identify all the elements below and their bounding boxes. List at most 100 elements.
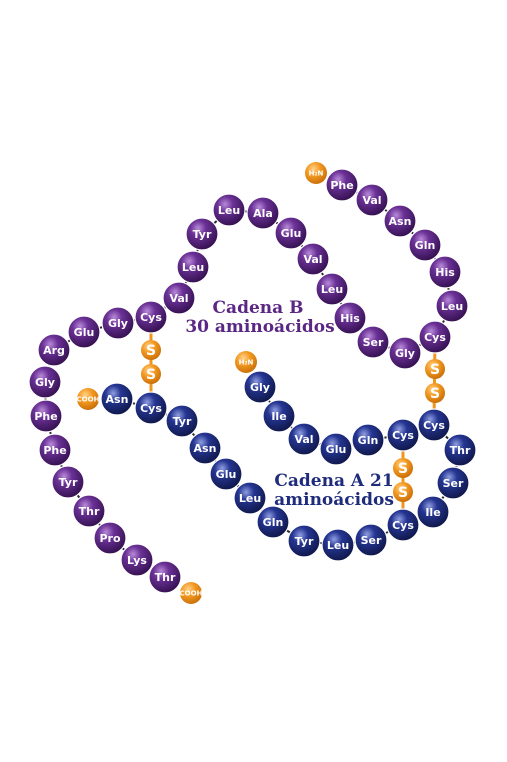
chain-b-residue: Val: [355, 183, 389, 217]
sulfur-atom: S: [425, 383, 445, 403]
chain-a-residue: Ile: [262, 399, 296, 433]
sulfur-label: S: [146, 343, 156, 359]
chain-a-residue-label: Tyr: [295, 535, 314, 548]
chain-a-residue-label: Glu: [326, 443, 347, 456]
chain-a-residue: Gln: [351, 423, 385, 457]
chain-a-residue: Gln: [256, 505, 290, 539]
chain-b-n-terminus-label: H₂N: [309, 170, 324, 178]
chain-a-residue-label: Cys: [392, 519, 414, 532]
chain-b-residue-label: Thr: [155, 571, 176, 584]
chain-b-residue: Tyr: [185, 217, 219, 251]
chain-b-residue-label: Gly: [35, 376, 55, 389]
sulfur-label: S: [146, 367, 156, 383]
sulfur-label: S: [398, 461, 408, 477]
chain-a-residue-label: Gln: [358, 434, 379, 447]
chain-a-residue: Leu: [321, 528, 355, 562]
chain-b-residue: Thr: [148, 560, 182, 594]
chain-b-residue-label: Val: [362, 194, 381, 207]
chain-a-residue: Gly: [243, 370, 277, 404]
chain-b-residue-label: Phe: [43, 444, 66, 457]
chain-a-residue-label: Cys: [140, 402, 162, 415]
sulfur-label: S: [430, 362, 440, 378]
chain-b-residue: Ala: [246, 196, 280, 230]
chain-b-residue: Phe: [29, 399, 63, 433]
chain-b-residue-label: Cys: [424, 331, 446, 344]
chain-b-residue: Leu: [315, 272, 349, 306]
chain-b-residue-label: Phe: [330, 179, 353, 192]
chain-a-residue: Asn: [188, 431, 222, 465]
chain-a-residue-label: Ile: [271, 410, 286, 423]
chain-b-residue: Ser: [356, 325, 390, 359]
chain-b-residue-label: His: [340, 312, 360, 325]
chain-a-residue-label: Ile: [425, 506, 440, 519]
chain-b-residue-label: Gly: [108, 317, 128, 330]
chain-a-residue: Ser: [354, 523, 388, 557]
chain-b-residue-label: His: [435, 266, 455, 279]
chain-a-residue: Ile: [416, 495, 450, 529]
sulfur-atom: S: [393, 458, 413, 478]
chain-b-residue-label: Arg: [43, 344, 65, 357]
chain-a-residue: Tyr: [287, 524, 321, 558]
chain-b-residue: Glu: [274, 216, 308, 250]
chain-a-residue: Glu: [319, 432, 353, 466]
chain-a-residue-label: Glu: [216, 468, 237, 481]
chain-b-residue: Pro: [93, 521, 127, 555]
sulfur-label: S: [430, 386, 440, 402]
chain-b-residue-label: Val: [169, 292, 188, 305]
chain-b-residue-label: Val: [303, 253, 322, 266]
chain-b-residue: Gly: [101, 306, 135, 340]
chain-b-residue: Val: [296, 242, 330, 276]
chain-b-residue: Thr: [72, 494, 106, 528]
chain-a-residue: Asn: [100, 382, 134, 416]
chain-a-residue-label: Ser: [361, 534, 382, 547]
chain-b-n-terminus: H₂N: [305, 162, 327, 184]
chain-b-residue-label: Leu: [441, 300, 463, 313]
chain-b-residue: Gln: [408, 228, 442, 262]
chain-a-c-terminus-label: COOH: [77, 396, 100, 404]
chain-b-residue: His: [333, 301, 367, 335]
chain-a-n-terminus: H₂N: [235, 351, 257, 373]
chain-a-residue: Glu: [209, 457, 243, 491]
chain-a-residue-label: Leu: [327, 539, 349, 552]
chain-b-residue-label: Tyr: [59, 476, 78, 489]
chain-b-residue-label: Leu: [182, 261, 204, 274]
chain-b-residue: Arg: [37, 333, 71, 367]
chain-b-residue-label: Phe: [34, 410, 57, 423]
chain-a-c-terminus: COOH: [77, 388, 100, 410]
chain-b-residue: Leu: [435, 289, 469, 323]
chain-b-residue-label: Glu: [74, 326, 95, 339]
chain-b-residue-label: Glu: [281, 227, 302, 240]
chain-b-residue-label: Gly: [395, 347, 415, 360]
chain-b-residue: Tyr: [51, 465, 85, 499]
chain-b-residue: Val: [162, 281, 196, 315]
chain-b-residue-label: Ala: [253, 207, 273, 220]
chain-b-residue: Gly: [388, 336, 422, 370]
chain-a-residue-label: Val: [294, 433, 313, 446]
chain-a-residue-label: Cys: [392, 429, 414, 442]
chain-a-residue-label: Asn: [106, 393, 129, 406]
chain-b-residue-label: Gln: [415, 239, 436, 252]
sulfur-atom: S: [393, 482, 413, 502]
chain-b-residue: Gly: [28, 365, 62, 399]
chain-b-residue: Leu: [176, 250, 210, 284]
chain-a-residue: Cys: [386, 508, 420, 542]
chain-b-residue-label: Tyr: [193, 228, 212, 241]
chain-a-residue: Val: [287, 422, 321, 456]
chain-b: PheValAsnGlnHisLeuCysGlySerHisLeuValGluA…: [28, 162, 469, 604]
chain-a-residue: Leu: [233, 481, 267, 515]
chain-b-residue-label: Pro: [99, 532, 120, 545]
chain-b-residue: His: [428, 255, 462, 289]
chain-a-residue: Thr: [443, 433, 477, 467]
chain-b-residue: Leu: [212, 193, 246, 227]
sulfur-atom: S: [425, 359, 445, 379]
sulfur-atom: S: [141, 364, 161, 384]
chain-b-residue-label: Lys: [127, 554, 147, 567]
chain-a-residue: Tyr: [165, 404, 199, 438]
chain-a-residue: Cys: [417, 408, 451, 442]
chain-a-residue-label: Leu: [239, 492, 261, 505]
chain-b-c-terminus-label: COOH: [180, 590, 203, 598]
chain-a-residue-label: Ser: [443, 477, 464, 490]
chain-b-residue: Glu: [67, 315, 101, 349]
chain-b-residue: Phe: [325, 168, 359, 202]
